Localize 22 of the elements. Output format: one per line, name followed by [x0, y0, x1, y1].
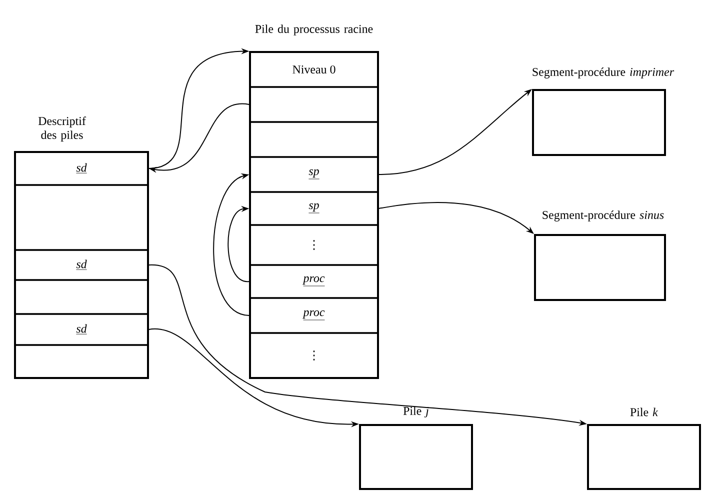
empty-cell	[249, 86, 379, 123]
heading: Pile k	[630, 408, 658, 416]
table-cell: sd	[14, 313, 149, 346]
table-cell: sp	[249, 191, 379, 226]
empty-cell	[14, 344, 149, 379]
empty-cell	[249, 121, 379, 158]
table-cell: sd	[14, 249, 149, 281]
table-cell: ⋮	[249, 224, 379, 266]
table-cell: proc	[249, 264, 379, 299]
heading: Descriptif des piles	[38, 116, 86, 142]
arrow	[228, 206, 250, 282]
table-cell: sd	[14, 151, 149, 186]
heading: Segment-procédure sinus	[542, 210, 664, 222]
table-cell: sp	[249, 156, 379, 193]
heading: Pile du processus racine	[255, 24, 373, 36]
empty-cell	[14, 184, 149, 251]
table-cell: Niveau 0	[249, 51, 379, 88]
table-cell: ⋮	[249, 332, 379, 379]
heading: Segment-procédure imprimer	[532, 68, 674, 78]
empty-cell	[14, 279, 149, 315]
arrow	[213, 173, 250, 316]
table-cell: proc	[249, 297, 379, 334]
